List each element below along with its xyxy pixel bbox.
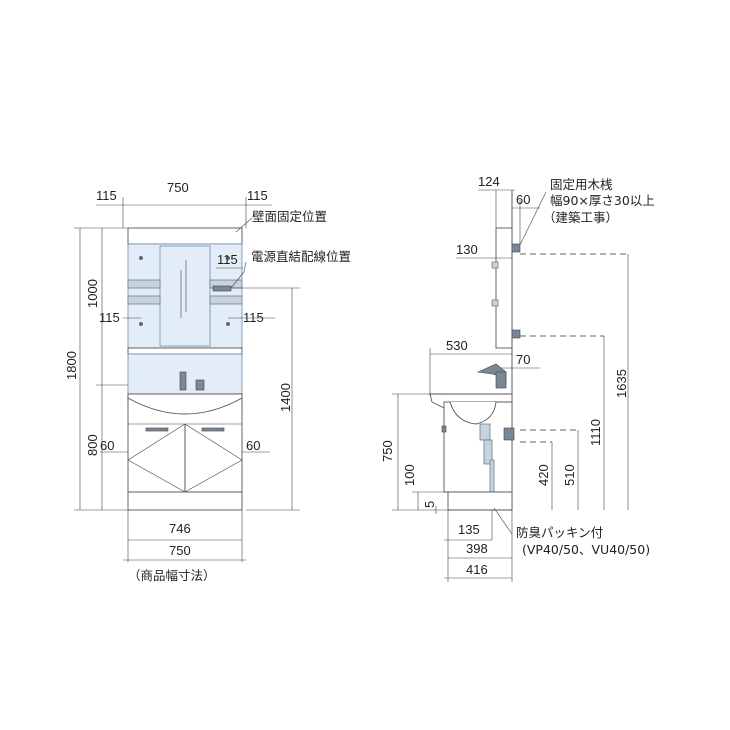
side-dim-100: 100 [402,464,417,486]
wall-fix-label: 壁面固定位置 [252,209,327,224]
dim-60-left: 60 [100,438,114,453]
bottom-dim-750: 750 [169,543,191,558]
side-dim-124: 124 [478,174,500,189]
power-point-marker [212,285,232,292]
product-width-note: （商品幅寸法） [128,568,216,583]
side-dim-416: 416 [466,562,488,577]
side-dim-750: 750 [380,440,395,462]
dim-1400: 1400 [278,383,293,412]
wood-label-line1: 固定用木桟 [550,177,613,192]
side-dim-1635: 1635 [614,369,629,398]
front-view: 115 750 115 1000 1800 800 115 115 1 [64,180,351,583]
side-dim-398: 398 [466,541,488,556]
side-dim-5: 5 [422,501,437,508]
top-dim-right-115: 115 [247,188,268,203]
side-dim-530: 530 [446,338,468,353]
dim-60-right: 60 [246,438,260,453]
faucet [179,371,187,391]
dim-1800: 1800 [64,351,79,380]
side-view: 124 60 固定用木桟 幅90×厚さ30以上 （建築工事） 130 1635 … [380,174,655,582]
power-connection-label: 電源直結配線位置 [251,249,351,264]
side-dim-1110: 1110 [588,419,603,446]
wood-label-line3: （建築工事） [543,210,618,225]
dim-800: 800 [85,434,100,456]
side-dim-60: 60 [516,192,530,207]
wood-label-line2: 幅90×厚さ30以上 [550,193,655,208]
dim-1000: 1000 [85,279,100,308]
bottom-dim-746: 746 [169,521,191,536]
side-dim-135: 135 [458,522,480,537]
trap-label-line1: 防臭パッキン付 [516,525,603,540]
side-dim-70: 70 [516,352,530,367]
top-dim-750: 750 [167,180,189,195]
trap-label-line2: (VP40/50、VU40/50) [522,542,650,557]
side-dim-420: 420 [536,464,551,486]
top-dim-left-115: 115 [96,188,117,203]
side-upper-cabinet [495,227,513,349]
inner-dim-left-115: 115 [99,310,120,325]
side-dim-130: 130 [456,242,478,257]
side-dim-510: 510 [562,464,577,486]
inner-dim-right-115-b: 115 [243,310,264,325]
plinth [127,491,243,511]
mirror-panel [159,245,211,347]
inner-dim-right-115-a: 115 [217,252,238,267]
